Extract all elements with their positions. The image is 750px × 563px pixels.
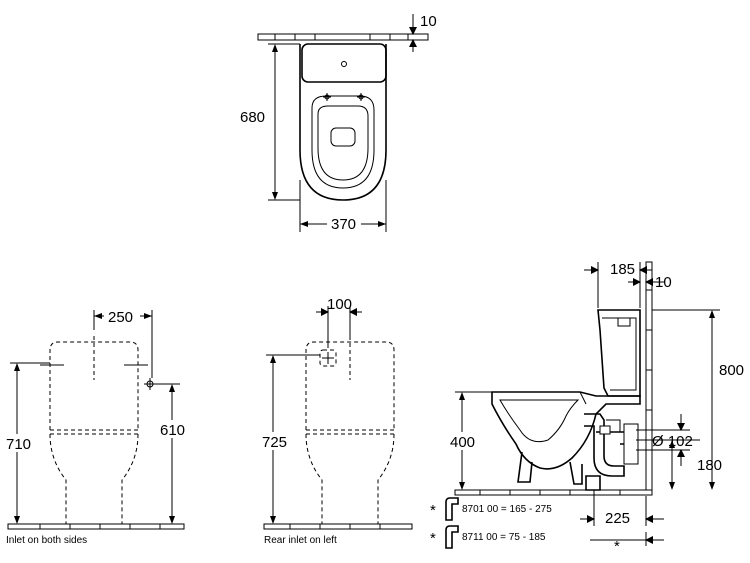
top-view: 10 680 370 [240, 13, 437, 233]
side-star-marker: * [614, 538, 620, 555]
side-wall-gap-label: 10 [655, 274, 672, 291]
side-outlet-distance-label: 225 [605, 510, 630, 527]
front2-caption: Rear inlet on left [264, 535, 337, 546]
note-2-trap-icon [445, 525, 459, 549]
front1-height-label: 710 [6, 436, 31, 453]
note-1-marker: * [430, 502, 436, 519]
notes: * 8701 00 = 165 - 275 * 8711 00 = 75 - 1… [430, 497, 552, 549]
side-outlet-height-label: 180 [697, 457, 722, 474]
front-view-inlet-both-sides: 250 710 610 Inlet on both sides [4, 306, 192, 546]
note-2-text: 8711 00 = 75 - 185 [462, 532, 546, 543]
front2-inlet-offset-label: 100 [327, 296, 352, 313]
top-wall-offset-label: 10 [420, 13, 437, 30]
front1-inlet-offset-label: 250 [108, 309, 133, 326]
side-total-height-label: 800 [719, 362, 744, 379]
front1-inlet-height-label: 610 [160, 422, 185, 439]
top-depth-label: 680 [240, 109, 265, 126]
front-view-rear-inlet: 100 725 Rear inlet on left [260, 296, 413, 546]
note-2-marker: * [430, 530, 436, 547]
side-cistern-depth-label: 185 [610, 261, 635, 278]
front2-height-label: 725 [262, 434, 287, 451]
note-1-trap-icon [445, 497, 459, 521]
top-width-label: 370 [331, 216, 356, 233]
side-view: 185 10 800 400 Ø 102 180 2 [445, 261, 748, 555]
side-seat-height-label: 400 [450, 434, 475, 451]
front1-caption: Inlet on both sides [6, 535, 87, 546]
note-1-text: 8701 00 = 165 - 275 [462, 504, 552, 515]
